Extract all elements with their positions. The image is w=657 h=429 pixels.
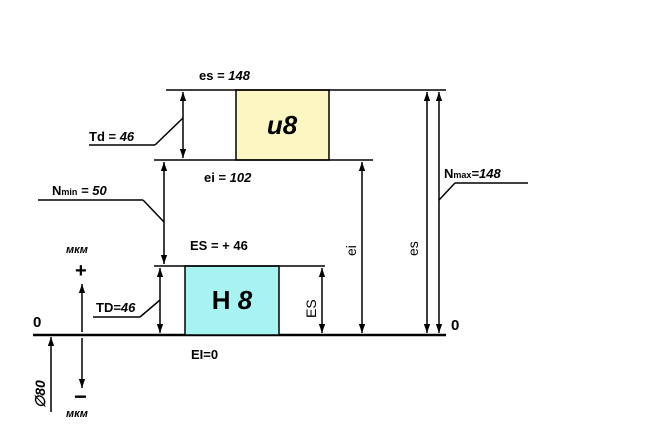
nmin-leader: [142, 199, 165, 223]
EI-value-label: EI=0: [191, 347, 218, 362]
es-vertical-label: es: [405, 241, 421, 256]
TD-label: TD=46: [96, 300, 136, 315]
zero-label-left: 0: [33, 314, 41, 331]
axis-minus-sign: −: [74, 384, 87, 409]
nominal-diameter-label: ∅80: [32, 380, 48, 408]
nmax-leader: [438, 182, 456, 201]
hole-tolerance-zone: [184, 265, 280, 336]
nmin-label: Nmin = 50: [52, 183, 107, 198]
td-label: Td = 46: [89, 129, 135, 144]
hole-zone-label: H 8: [212, 285, 253, 315]
TD-leader: [139, 299, 161, 318]
td-leader: [154, 117, 184, 146]
axis-unit-top: мкм: [66, 244, 88, 256]
es-value-label: es = 148: [199, 68, 251, 83]
axis-plus-sign: +: [75, 260, 87, 282]
zero-label-right: 0: [451, 317, 459, 334]
nmax-label: Nmax=148: [444, 166, 501, 181]
ES-vertical-label: ES: [303, 299, 319, 318]
ES-value-label: ES = + 46: [190, 238, 248, 253]
ei-value-label: ei = 102: [204, 170, 252, 185]
ei-vertical-label: ei: [343, 245, 359, 256]
shaft-zone-label: u8: [267, 110, 298, 140]
axis-unit-bottom: мкм: [66, 408, 88, 420]
